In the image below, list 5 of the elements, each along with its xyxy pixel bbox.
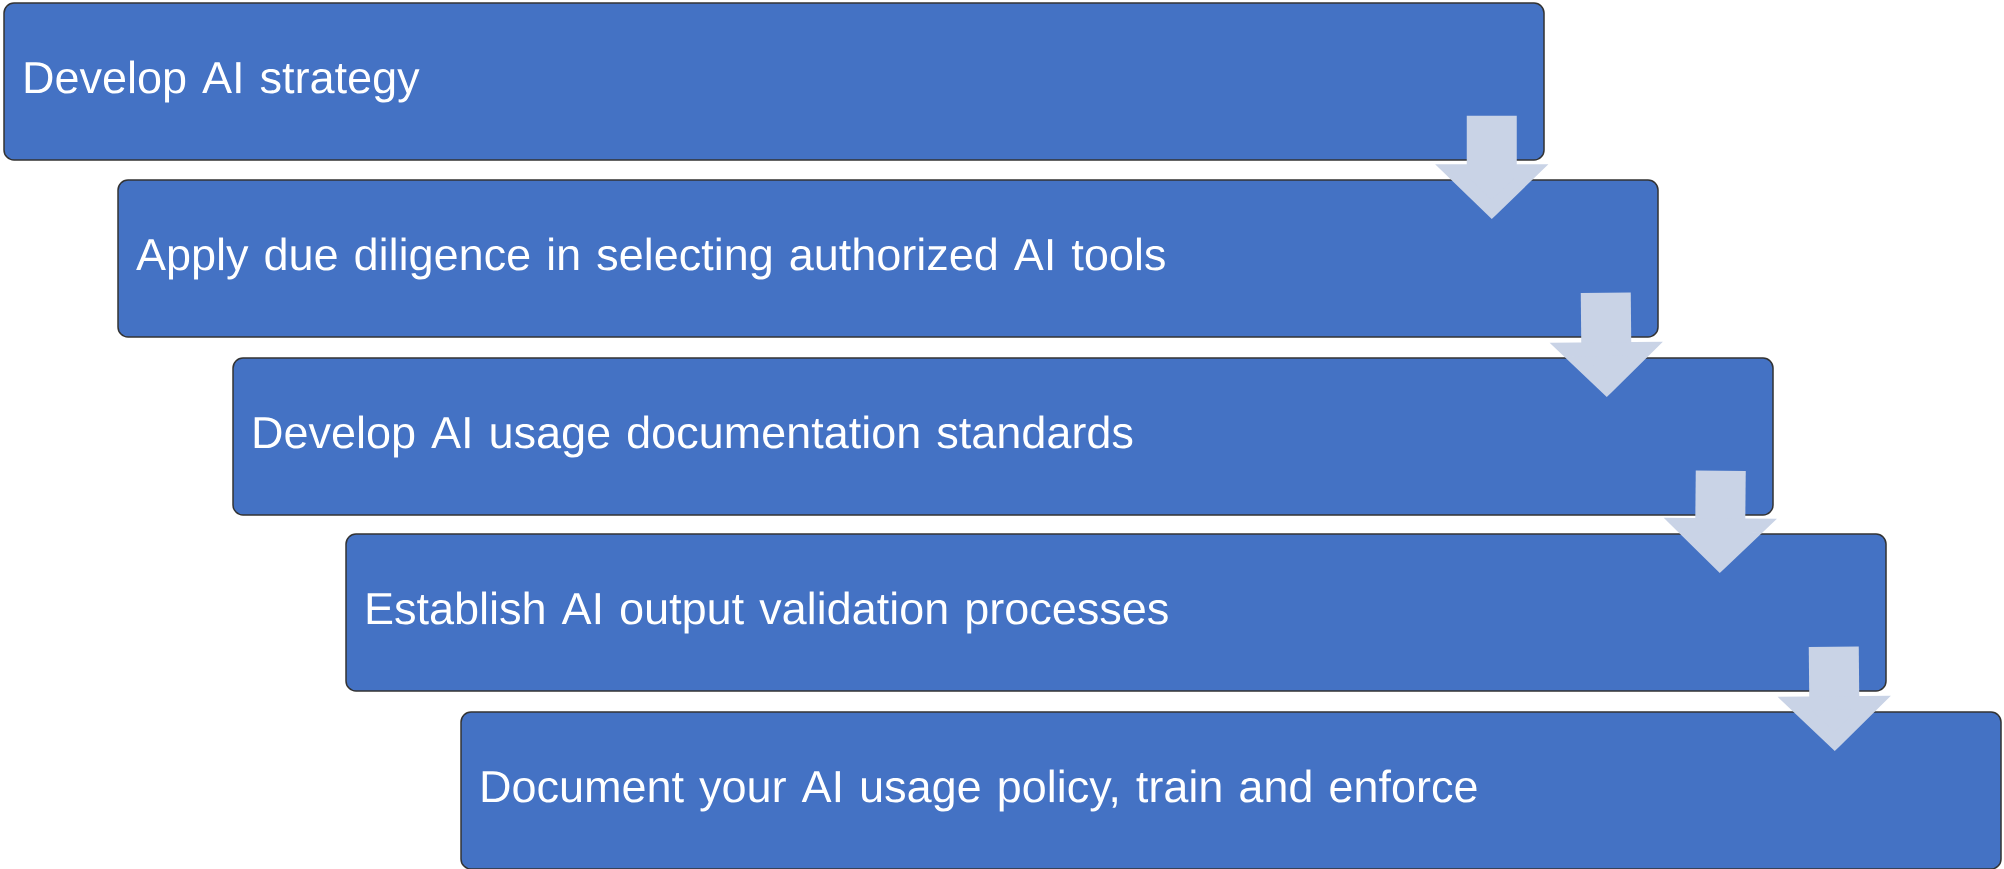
process-box: Document your AI usage policy, train and enforce bbox=[460, 711, 2002, 869]
process-box: Establish AI output validation processes bbox=[345, 533, 1887, 692]
process-box: Develop AI strategy bbox=[3, 2, 1545, 161]
process-box: Apply due diligence in selecting authorized AI tools bbox=[117, 179, 1659, 338]
process-box: Develop AI usage documentation standards bbox=[232, 357, 1774, 516]
